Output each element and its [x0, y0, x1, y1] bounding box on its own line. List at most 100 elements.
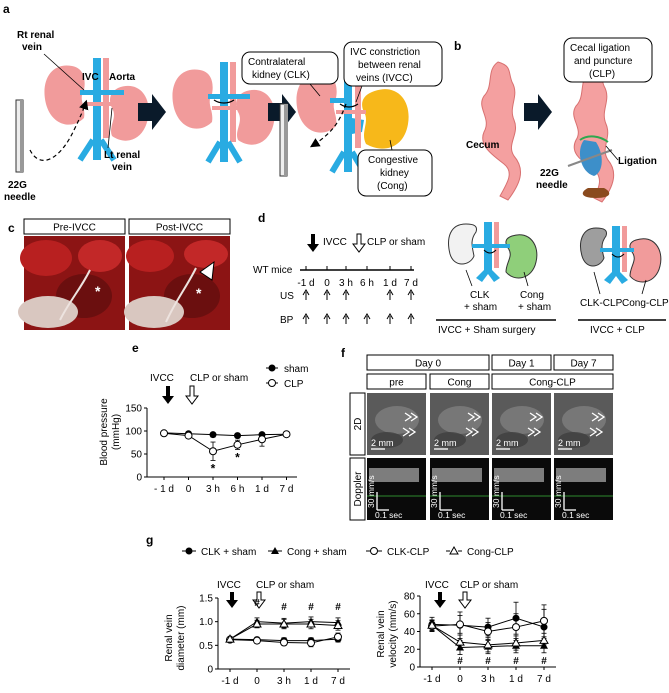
pre-ivcc-label: Pre-IVCC: [53, 223, 96, 234]
us-measure-arrow: [407, 289, 415, 300]
gr-clp-label: CLP or sham: [460, 580, 518, 591]
gr-data-point: [483, 639, 493, 649]
pre-ivcc-header: [23, 218, 126, 235]
ultrasound-2d-image: 2 mm: [492, 393, 551, 455]
vessel-arrowhead-icon: [465, 412, 482, 437]
gr-y-tick-label: 20: [404, 645, 416, 656]
gl-x-tick-label: 0: [254, 676, 260, 687]
us-measure-arrow: [386, 289, 394, 300]
gr-x-tick-label: 0: [457, 674, 463, 685]
gr-data-point: [484, 627, 492, 636]
doppler-signal-band: [494, 468, 544, 482]
bp-measure-arrow: [386, 313, 394, 324]
clk-sham-label-2: + sham: [464, 302, 497, 313]
timeline-tick-label: 6 h: [360, 278, 374, 289]
scale-bar-2d-label: 2 mm: [371, 438, 394, 448]
timeline-tick-label: 3 h: [339, 278, 353, 289]
bp-measure-arrow: [363, 313, 371, 324]
doppler-signal-band: [556, 468, 606, 482]
panel-label-c: c: [8, 221, 15, 235]
clk-sham-pointer: [465, 269, 473, 287]
group1-label: IVCC + Sham surgery: [438, 325, 536, 336]
ivcc-callout-line-1: IVC constriction: [350, 47, 420, 58]
timeline-tick-label: -1 d: [297, 278, 314, 289]
gr-data-point: [540, 616, 548, 625]
f-2d-row-header: [349, 392, 366, 456]
doppler-image: 30 mm/s0.1 sec: [429, 458, 489, 520]
e-data-point: [234, 432, 241, 440]
clp-callout-line-2: and puncture: [574, 56, 633, 67]
gr-data-point: [512, 623, 520, 632]
gr-y-tick-label: 40: [404, 627, 416, 638]
timeline-ivcc-label: IVCC: [323, 237, 347, 248]
gl-data-point: [307, 638, 315, 647]
g-legend-label-1: CLK + sham: [201, 547, 256, 558]
gl-x-tick-label: -1 d: [221, 676, 238, 687]
clk-callout-pointer: [309, 83, 321, 97]
bp-label: BP: [280, 315, 294, 326]
f-day0-label: Day 0: [415, 359, 442, 370]
lt-renal-vein-label-1: Lt renal: [104, 150, 140, 161]
e-data-point: [209, 447, 217, 456]
ultrasound-2d-texture: [562, 406, 606, 434]
gl-data-point: [306, 619, 316, 628]
cong-callout-line-2: kidney: [380, 168, 409, 179]
rt-renal-vein-label-2: vein: [22, 42, 42, 53]
ultrasound-2d-image: 2 mm: [430, 393, 489, 455]
vessel-arrowhead-icon: [589, 412, 606, 437]
f-pre-label: pre: [389, 378, 404, 389]
gr-data-point: [540, 641, 548, 649]
bp-measure-arrow: [323, 313, 331, 324]
scale-bar-velocity-label: 30 mm/s: [429, 475, 439, 508]
group2-label: IVCC + CLP: [590, 325, 645, 336]
post-ivcc-header: [128, 218, 231, 235]
ligation-pointer: [605, 145, 619, 161]
cecum-diagram-1: [481, 61, 522, 201]
e-significance-star: *: [235, 450, 240, 464]
e-x-tick-label: 7 d: [280, 484, 294, 495]
gr-data-point: [539, 635, 549, 644]
lt-renal-vein-pointer: [107, 107, 113, 149]
needle-label-2: needle: [4, 192, 36, 203]
f-day7-label: Day 7: [570, 359, 597, 370]
gl-ylabel-1: Renal vein: [164, 614, 175, 661]
cong-clp-label: Cong-CLP: [622, 298, 669, 309]
pre-ivcc-photo: [18, 236, 125, 330]
f-cong-header: [429, 373, 490, 390]
e-clp-label: CLP or sham: [190, 373, 248, 384]
g-legend-marker-cong-clp: [449, 545, 459, 555]
post-ivcc-photo: [124, 236, 230, 330]
gl-data-point: [225, 634, 235, 643]
doppler-signal-band: [432, 468, 482, 482]
gr-y-tick-label: 0: [409, 663, 415, 674]
rt-renal-vein-pointer: [43, 53, 85, 91]
clp-needle-label-1: 22G: [540, 168, 559, 179]
clk-callout-box: [241, 51, 339, 85]
e-ylabel-2: (mmHg): [111, 414, 122, 450]
gr-ivcc-label: IVCC: [425, 580, 449, 591]
gr-y-tick-label: 80: [404, 592, 416, 603]
doppler-signal-band: [369, 468, 419, 482]
gl-significance-hash: #: [281, 602, 287, 613]
e-data-point: [233, 440, 242, 449]
gr-y-tick-label: 60: [404, 609, 416, 620]
e-x-tick-label: 6 h: [231, 484, 245, 495]
gr-clp-arrow-icon: [458, 591, 472, 609]
gr-ylabel-2: velocity (mm/s): [388, 600, 399, 667]
f-day1-header: [491, 354, 552, 371]
measurement-arrows: [302, 289, 415, 324]
panel-label-a: a: [3, 2, 10, 16]
g-legend-label-3: CLK-CLP: [387, 547, 430, 558]
gr-significance-hash: #: [485, 656, 491, 667]
gr-x-tick-label: 3 h: [481, 674, 495, 685]
bp-measure-arrow: [342, 313, 350, 324]
gl-data-point: [253, 636, 261, 645]
ivc-label: IVC: [82, 72, 99, 83]
ultrasound-2d-image: 2 mm: [554, 393, 613, 455]
e-y-tick-label: 150: [125, 404, 142, 415]
cong-sham-pointer: [523, 271, 529, 287]
needle-path-arrow: [29, 99, 89, 161]
